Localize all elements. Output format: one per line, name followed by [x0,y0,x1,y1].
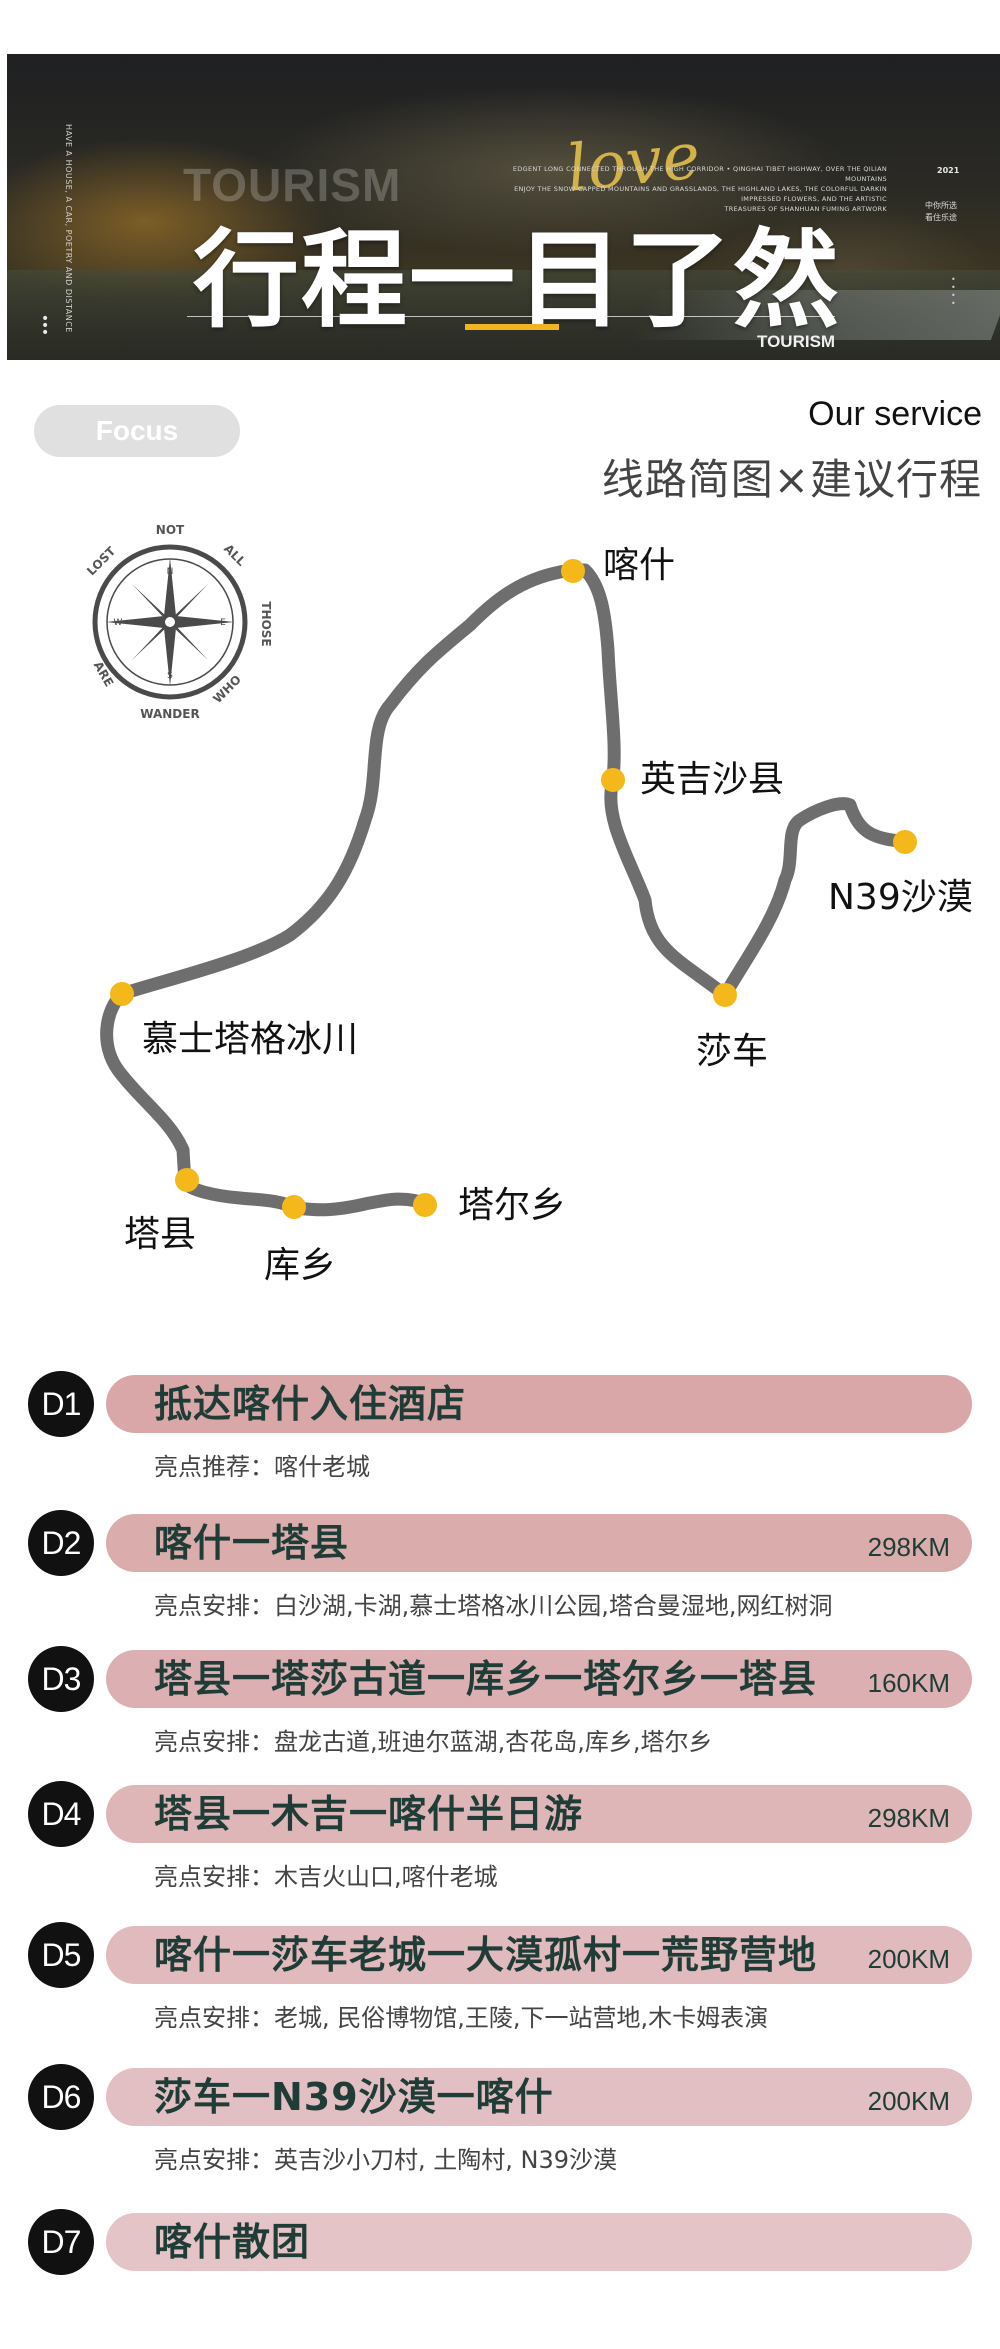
place-label-n39: N39沙漠 [828,877,973,918]
map-dot-kuxiang [282,1195,306,1219]
day-title-bar: 莎车一N39沙漠一喀什 200KM [106,2068,972,2126]
banner-accent-bar [465,324,559,330]
day-row-5: D5 喀什一莎车老城一大漠孤村一荒野营地 200KM 亮点安排：老城, 民俗博物… [0,1922,1000,2062]
place-label-kuxiang: 库乡 [264,1245,337,1286]
day-row-7: D7 喀什散团 [0,2209,1000,2349]
svg-text:THOSE: THOSE [259,601,273,646]
banner-title: 行程一目了然 [193,219,841,342]
place-label-shache: 莎车 [696,1031,769,1072]
day-title-bar: 喀什一莎车老城一大漠孤村一荒野营地 200KM [106,1926,972,1984]
day-badge: D6 [28,2064,94,2130]
our-service-label: Our service [808,395,982,433]
map-dot-yingjisha [601,768,625,792]
day-distance: 160KM [867,1668,950,1698]
day-title-bar: 塔县一塔莎古道一库乡一塔尔乡一塔县 160KM [106,1650,972,1708]
day-badge: D4 [28,1781,94,1847]
day-highlights: 亮点安排：老城, 民俗博物馆,王陵,下一站营地,木卡姆表演 [154,2004,769,2032]
hero-banner: HAVE A HOUSE, A CAR, POETRY AND DISTANCE… [7,54,1000,360]
day-title: 喀什散团 [154,2220,311,2264]
day-badge: D7 [28,2209,94,2275]
place-label-kashi: 喀什 [603,545,676,586]
place-label-yingjisha: 英吉沙县 [640,759,785,800]
map-dot-taxian [175,1168,199,1192]
day-title-bar: 塔县一木吉一喀什半日游 298KM [106,1785,972,1843]
banner-dots-icon: ••• [41,311,50,341]
day-row-1: D1 抵达喀什入住酒店 亮点推荐：喀什老城 [0,1371,1000,1511]
map-dot-taerxiang [413,1193,437,1217]
banner-right-text: 中你所选 看住乐途 [925,201,957,222]
map-dot-shache [713,983,737,1007]
focus-pill: Focus [34,405,240,457]
banner-year: 2021 [937,166,960,175]
map-dot-n39 [893,830,917,854]
day-highlights: 亮点安排：盘龙古道,班迪尔蓝湖,杏花岛,库乡,塔尔乡 [154,1728,713,1756]
day-highlights: 亮点安排：白沙湖,卡湖,慕士塔格冰川公园,塔合曼湿地,网红树洞 [154,1592,833,1620]
day-distance: 298KM [867,1803,950,1833]
day-distance: 200KM [867,1944,950,1974]
banner-divider [187,316,835,317]
day-row-6: D6 莎车一N39沙漠一喀什 200KM 亮点安排：英吉沙小刀村, 土陶村, N… [0,2064,1000,2204]
day-title: 喀什一塔县 [154,1521,350,1565]
day-row-4: D4 塔县一木吉一喀什半日游 298KM 亮点安排：木吉火山口,喀什老城 [0,1781,1000,1921]
day-badge: D1 [28,1371,94,1437]
day-badge: D2 [28,1510,94,1576]
map-dot-kashi [561,559,585,583]
day-badge: D3 [28,1646,94,1712]
day-badge: D5 [28,1922,94,1988]
day-title-bar: 抵达喀什入住酒店 [106,1375,972,1433]
map-dot-muztagh [110,982,134,1006]
place-label-taxian: 塔县 [124,1214,197,1255]
banner-tourism-label: TOURISM [757,332,836,351]
place-label-muztagh: 慕士塔格冰川 [142,1019,359,1060]
route-line [100,563,912,1217]
compass-icon: N E S W NOT ALL THOSE WHO WANDER ARE LOS… [84,523,273,721]
day-title: 塔县一塔莎古道一库乡一塔尔乡一塔县 [154,1657,818,1701]
svg-text:NOT: NOT [156,523,185,537]
day-row-3: D3 塔县一塔莎古道一库乡一塔尔乡一塔县 160KM 亮点安排：盘龙古道,班迪尔… [0,1646,1000,1786]
svg-text:S: S [167,671,173,681]
day-distance: 200KM [867,2086,950,2116]
day-title: 塔县一木吉一喀什半日游 [154,1792,584,1836]
banner-side-text: HAVE A HOUSE, A CAR, POETRY AND DISTANCE [64,124,73,333]
route-subtitle: 线路简图×建议行程 [601,455,982,504]
banner-english-text: EDGENT LONG CONNECTED THROUGH THE HIGH C… [512,165,887,213]
day-highlights: 亮点安排：英吉沙小刀村, 土陶村, N39沙漠 [154,2146,618,2174]
banner-right-dots-icon: •••• [951,275,956,308]
svg-text:WANDER: WANDER [140,707,199,721]
day-title: 喀什一莎车老城一大漠孤村一荒野营地 [154,1933,818,1977]
day-row-2: D2 喀什一塔县 298KM 亮点安排：白沙湖,卡湖,慕士塔格冰川公园,塔合曼湿… [0,1510,1000,1650]
banner-tourism-watermark: TOURISM [183,159,402,211]
banner-ground-shade [7,270,1000,360]
day-title-bar: 喀什散团 [106,2213,972,2271]
svg-text:E: E [220,618,226,628]
route-map [100,559,917,1219]
day-title: 莎车一N39沙漠一喀什 [154,2075,554,2119]
svg-text:W: W [114,618,123,628]
day-highlights: 亮点推荐：喀什老城 [154,1453,370,1481]
svg-text:N: N [167,567,174,577]
day-title-bar: 喀什一塔县 298KM [106,1514,972,1572]
place-label-taerxiang: 塔尔乡 [458,1185,567,1226]
day-distance: 298KM [867,1532,950,1562]
day-highlights: 亮点安排：木吉火山口,喀什老城 [154,1863,498,1891]
day-title: 抵达喀什入住酒店 [154,1382,467,1426]
